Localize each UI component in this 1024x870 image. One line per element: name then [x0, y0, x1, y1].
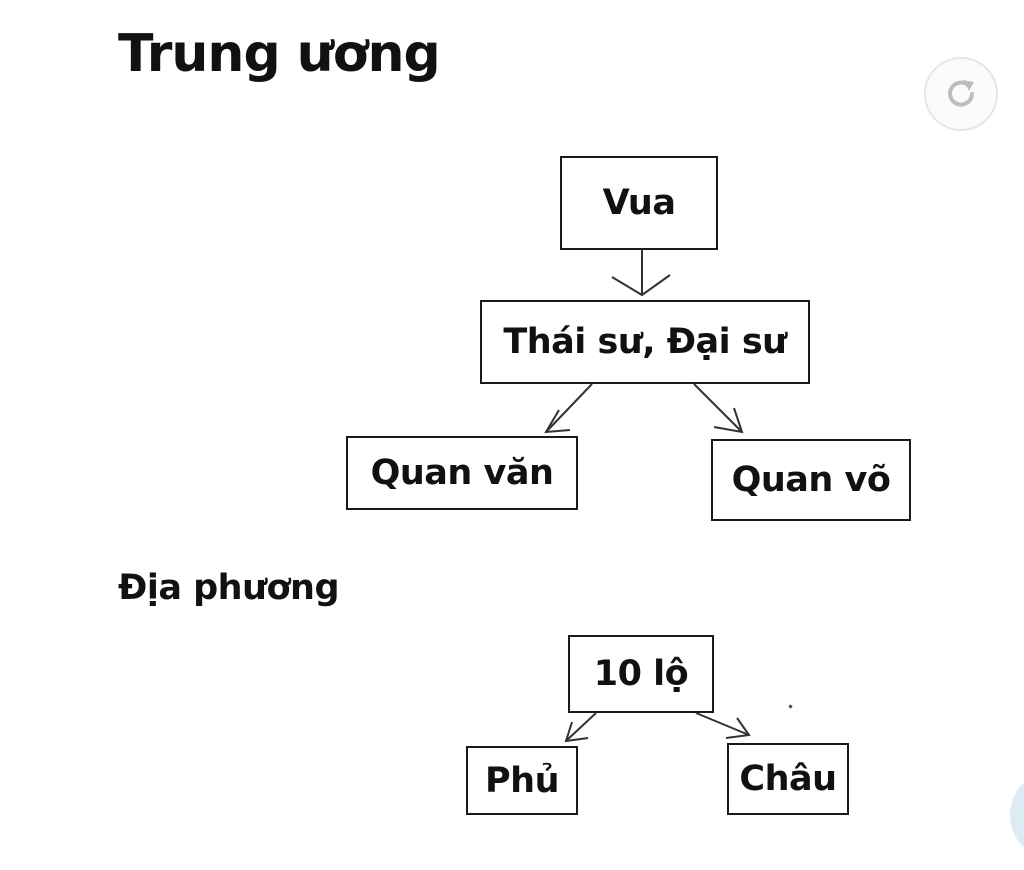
- node-10-lo: 10 lộ: [568, 635, 714, 713]
- node-phu: Phủ: [466, 746, 578, 815]
- node-quan-vo: Quan võ: [711, 439, 911, 521]
- arrow-thai-su-quan-van: [544, 383, 593, 434]
- node-chau: Châu: [727, 743, 849, 815]
- central-heading: Trung ương: [118, 24, 441, 84]
- stray-mark: [788, 704, 793, 709]
- arrow-thai-su-quan-vo: [693, 383, 744, 434]
- node-quan-van: Quan văn: [346, 436, 578, 510]
- arrow-10-lo-chau: [695, 712, 751, 739]
- arrow-10-lo-phu: [564, 712, 597, 743]
- floating-widget-edge[interactable]: [1010, 770, 1024, 860]
- reload-icon[interactable]: [941, 72, 981, 116]
- node-vua: Vua: [560, 156, 718, 250]
- node-thai-su-dai-su: Thái sư, Đại sư: [480, 300, 810, 384]
- local-heading: Địa phương: [118, 568, 340, 608]
- reload-button[interactable]: [924, 57, 998, 131]
- arrow-vua-thai-su: [611, 250, 671, 297]
